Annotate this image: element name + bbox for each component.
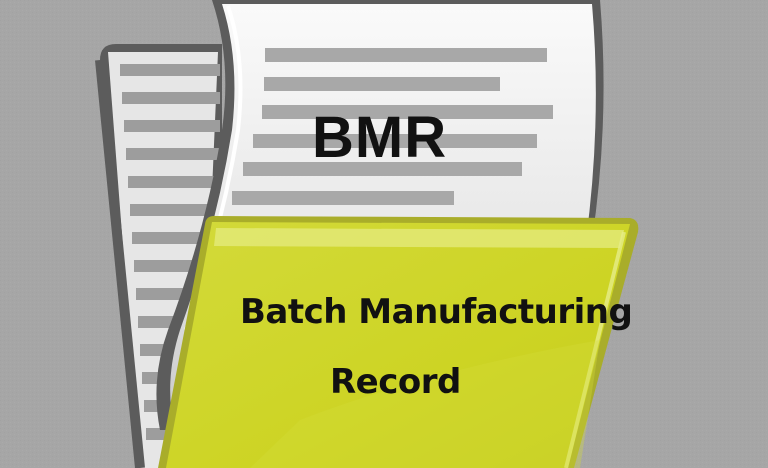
- folder-label-line1: Batch Manufacturing: [240, 292, 633, 332]
- folder: [158, 216, 639, 468]
- document-title: BMR: [312, 105, 448, 170]
- text-lines: [232, 48, 553, 205]
- folder-label-line2: Record: [330, 362, 461, 402]
